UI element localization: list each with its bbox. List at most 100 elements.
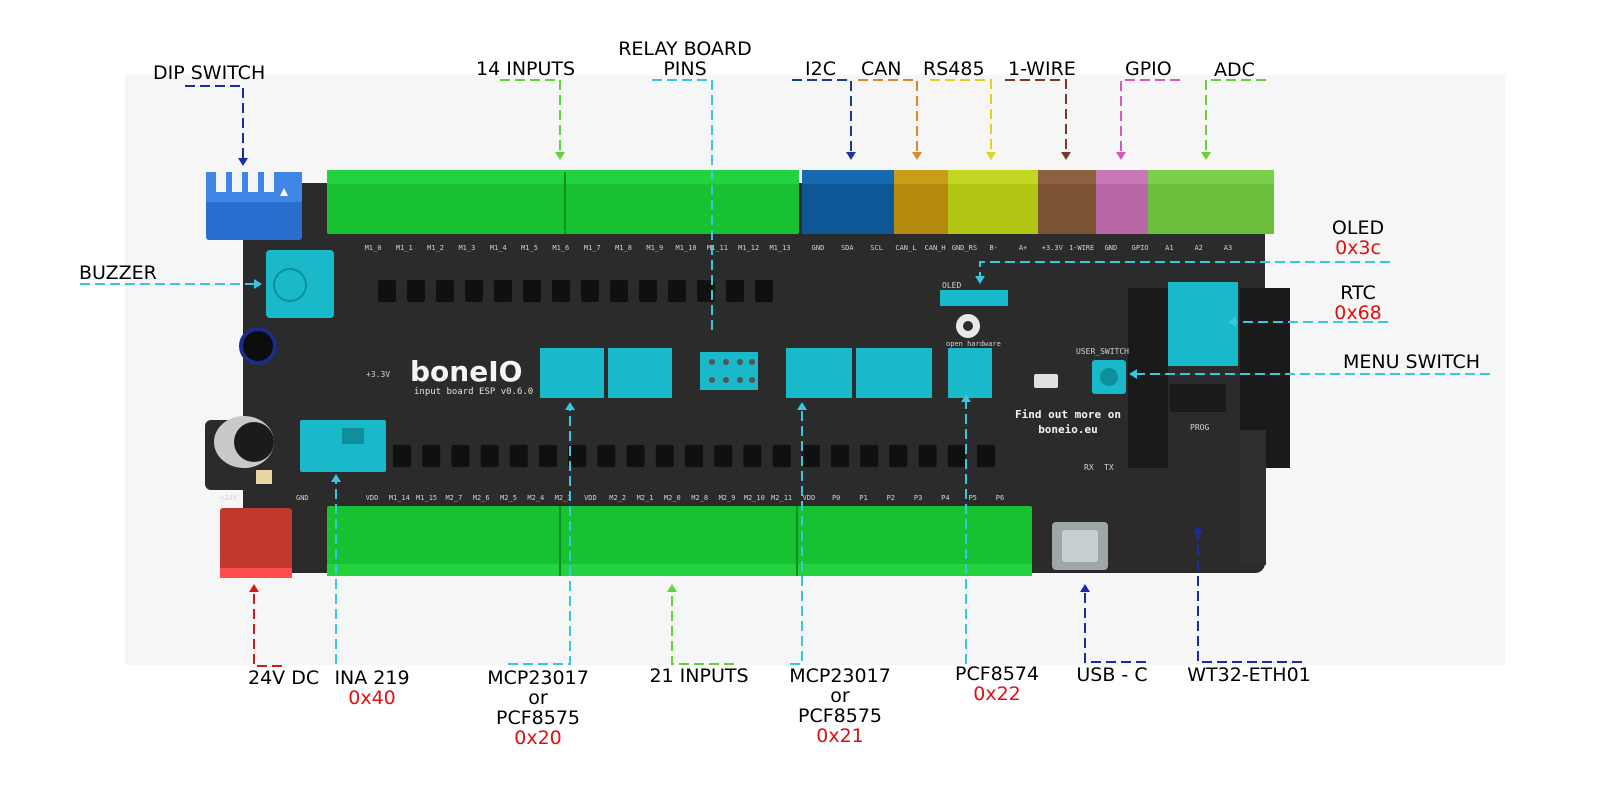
pin-label: A3 (1224, 244, 1232, 252)
oled-header (940, 290, 1008, 306)
pin-label: M1_14 (389, 494, 410, 502)
pin-label: M2_6 (473, 494, 490, 502)
mcp2-line1: MCP23017 (789, 665, 891, 687)
pin-label: GPIO (1132, 244, 1149, 252)
label-24v-dc: 24V DC (248, 667, 320, 689)
pin-label: M1_11 (707, 244, 728, 252)
label-14-inputs: 14 INPUTS (476, 58, 576, 80)
relay-board-line2: PINS (663, 58, 707, 80)
label-1-wire: 1-WIRE (1008, 58, 1076, 80)
top-terminal-can (894, 170, 948, 234)
mcp2-address: 0x21 (816, 725, 864, 747)
label-oled: OLED 0x3c (1332, 218, 1384, 258)
pin-label: GND (1105, 244, 1118, 252)
optocoupler (494, 280, 512, 302)
pin-label: P5 (968, 494, 976, 502)
pcf8574-chip (948, 348, 992, 398)
pin-label: M2_0 (664, 494, 681, 502)
oled-title: OLED (1331, 217, 1385, 239)
mcp1-line3: PCF8575 (495, 707, 580, 729)
capacitor (214, 416, 274, 468)
optocoupler (626, 445, 645, 467)
optocoupler (451, 445, 470, 467)
label-wt32-eth01: WT32-ETH01 (1187, 664, 1311, 686)
callout-lines (80, 79, 1490, 667)
pin-label: M1_5 (521, 244, 538, 252)
mcp1-address: 0x20 (514, 727, 562, 749)
mcp-chip-2 (786, 348, 932, 398)
pin-label: B- (989, 244, 997, 252)
pin-label: M1_3 (458, 244, 475, 252)
label-can: CAN (861, 58, 902, 80)
optocoupler (480, 445, 499, 467)
optocoupler (568, 445, 587, 467)
pin-label: M1_13 (769, 244, 790, 252)
prog-silk: PROG (1190, 423, 1209, 432)
optocoupler (393, 445, 411, 467)
oled-address: 0x3c (1335, 237, 1381, 259)
optocoupler (539, 445, 557, 467)
optocoupler (947, 445, 966, 467)
rtc-title: RTC (1340, 282, 1376, 304)
callout-arrowheads (238, 152, 1236, 592)
mcp2-line2: or (830, 685, 850, 707)
open-hardware-icon (956, 314, 980, 338)
top-terminal-gpio (1096, 170, 1148, 234)
label-pcf8574: PCF8574 0x22 (955, 664, 1039, 704)
optocoupler (597, 445, 616, 467)
pin-label: M2_4 (527, 494, 544, 502)
label-i2c: I2C (805, 58, 836, 80)
ina219-title: INA 219 (334, 667, 410, 689)
pin-label: M2_8 (691, 494, 708, 502)
pin-label: M2_10 (744, 494, 765, 502)
tx-silk: TX (1104, 463, 1114, 472)
optocoupler (697, 280, 715, 302)
pin-label: P3 (914, 494, 922, 502)
relay-board-header (700, 352, 758, 390)
optocoupler (918, 445, 937, 467)
dip-switch (206, 170, 302, 240)
pcf8574-address: 0x22 (973, 683, 1021, 705)
pin-label: M1_9 (646, 244, 663, 252)
pin-label: CAN_H (925, 244, 946, 252)
pin-label: +3.3V (1042, 244, 1064, 252)
bottom-terminal-green (327, 506, 1032, 576)
top-terminal-1wire (1038, 170, 1096, 234)
find-more-line1: Find out more on (1015, 408, 1121, 421)
label-gpio: GPIO (1125, 58, 1172, 80)
optocoupler (685, 445, 703, 467)
optocoupler (509, 445, 528, 467)
pin-label: M2_7 (445, 494, 462, 502)
label-21-inputs: 21 INPUTS (649, 665, 749, 687)
pin-label: P1 (859, 494, 867, 502)
pin-label: A2 (1194, 244, 1202, 252)
optocoupler (801, 445, 820, 467)
label-mcp-1: MCP23017 or PCF8575 0x20 (487, 668, 589, 748)
pin-label: M1_7 (584, 244, 601, 252)
pin-label: M2_5 (500, 494, 517, 502)
open-hardware-silk: open hardware (946, 340, 1001, 348)
optocoupler (378, 280, 396, 302)
rtc-address: 0x68 (1334, 302, 1382, 324)
optocoupler (772, 445, 791, 467)
pin-label: M1_8 (615, 244, 632, 252)
pin-label: M2_1 (637, 494, 654, 502)
optocoupler (714, 445, 733, 467)
pin-label: CAN_L (895, 244, 916, 252)
buzzer (266, 250, 334, 318)
board-subtitle: input board ESP v0.6.0 (414, 387, 533, 397)
top-terminal-adc (1148, 170, 1274, 234)
optocoupler (668, 280, 686, 302)
pin-label: P4 (941, 494, 949, 502)
pin-label: M1_12 (738, 244, 759, 252)
label-usb-c: USB - C (1076, 664, 1148, 686)
rx-silk: RX (1084, 463, 1094, 472)
optocoupler (831, 445, 849, 467)
optocoupler-row-top (378, 280, 773, 302)
pin-label: M1_1 (396, 244, 413, 252)
optocoupler-row-bottom (393, 445, 995, 467)
power-connector (220, 508, 292, 578)
pin-label: VDD (803, 494, 816, 502)
